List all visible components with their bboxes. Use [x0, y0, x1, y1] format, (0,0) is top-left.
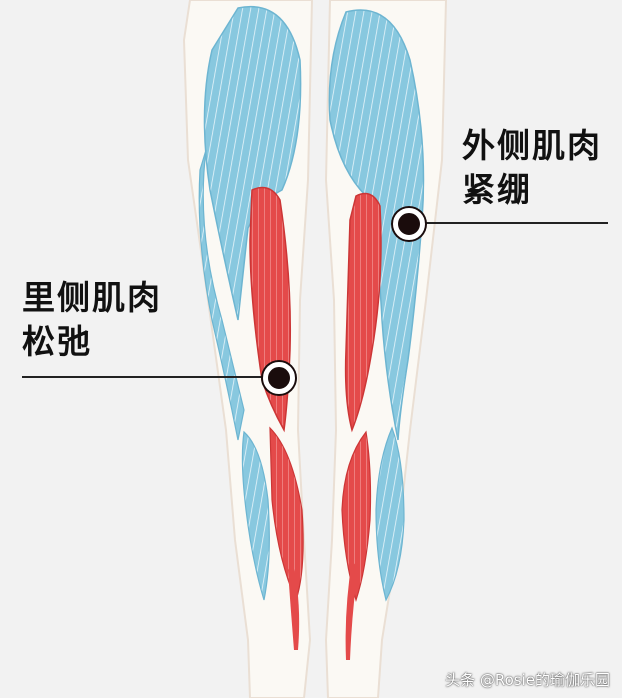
left-soleus-tendon: [288, 560, 300, 650]
outer-muscle-label: 外侧肌肉 紧绷: [462, 124, 602, 212]
outer-muscle-label-line1: 外侧肌肉: [462, 126, 602, 165]
right-gastrocnemius-medial: [341, 430, 372, 602]
outer-muscle-label-line2: 紧绷: [462, 170, 532, 209]
left-gastrocnemius-lateral: [241, 430, 270, 601]
right-gastrocnemius-lateral: [375, 426, 405, 602]
left-outer-thigh-band: [198, 149, 245, 441]
inner-muscle-leader-line: [22, 376, 270, 378]
outer-muscle-marker: [393, 208, 425, 240]
right-semitendinosus: [344, 192, 382, 433]
watermark-text: 头条 @Rosie的瑜伽乐园: [445, 671, 610, 689]
inner-muscle-label-line1: 里侧肌肉: [22, 278, 162, 317]
right-soleus-tendon: [345, 560, 358, 660]
inner-muscle-label-line2: 松弛: [22, 322, 92, 361]
outer-muscle-leader-line: [426, 222, 608, 224]
left-gastrocnemius-medial: [269, 426, 304, 602]
inner-muscle-marker: [263, 362, 295, 394]
inner-muscle-label: 里侧肌肉 松弛: [22, 276, 162, 364]
